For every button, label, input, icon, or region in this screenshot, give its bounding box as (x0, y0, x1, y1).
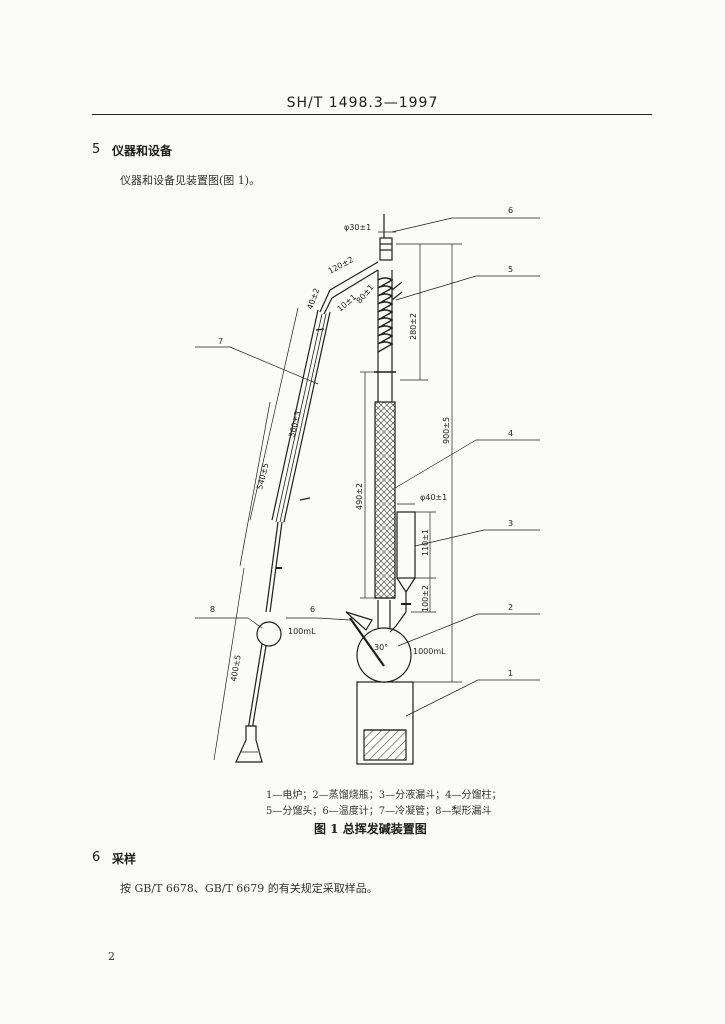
separating-funnel (389, 511, 416, 633)
figure-caption-line-1: 1—电炉；2—蒸馏烧瓶；3—分液漏斗；4—分馏柱； (266, 790, 502, 801)
callout-2: 2 (508, 603, 513, 612)
dim-400: 400±5 (229, 654, 243, 682)
electric-furnace (356, 681, 414, 765)
page-header-standard-code: SH/T 1498.3—1997 (286, 95, 439, 111)
distillation-flask (356, 600, 412, 683)
dim-phi30: φ30±1 (344, 223, 371, 232)
dim-10: 10±1 (336, 293, 359, 314)
page-number: 2 (108, 950, 115, 963)
figure-caption-line-2: 5—分馏头；6—温度计；7—冷凝管；8—梨形漏斗 (266, 806, 492, 817)
callout-8: 8 (210, 605, 215, 614)
section-5-title: 仪器和设备 (112, 144, 173, 158)
callout-5: 5 (508, 265, 513, 274)
dim-120: 120±2 (327, 255, 355, 276)
fractionating-column (374, 371, 396, 599)
dim-360: 360±3 (287, 410, 302, 438)
callout-4: 4 (508, 429, 513, 438)
dim-110: 110±1 (421, 529, 430, 556)
dim-280: 280±2 (409, 313, 418, 340)
section-6-body: 按 GB/T 6678、GB/T 6679 的有关规定采取样品。 (120, 882, 378, 895)
dim-40a: 40±2 (305, 287, 321, 311)
fractionating-head (377, 214, 403, 372)
callout-6-bottom: 6 (310, 605, 315, 614)
callout-1: 1 (508, 669, 513, 678)
dim-100: 100±2 (421, 585, 430, 612)
figure-title: 图 1 总挥发碱装置图 (314, 822, 427, 836)
header-rule (92, 114, 652, 115)
dim-80: 80±1 (355, 283, 376, 306)
dim-900: 900±5 (442, 417, 451, 444)
section-5-body: 仪器和设备见装置图(图 1)。 (120, 174, 261, 187)
side-arm (319, 261, 379, 315)
dim-angle-30: 30° (374, 643, 388, 652)
section-6-title: 采样 (112, 852, 137, 866)
section-6-number: 6 (92, 850, 101, 865)
callout-7: 7 (218, 337, 223, 346)
callout-3: 3 (508, 519, 513, 528)
thermometer-lower (345, 611, 385, 667)
condenser (265, 309, 331, 613)
dim-phi40: φ40±1 (420, 493, 447, 502)
dim-540: 540±5 (255, 462, 270, 490)
section-5-number: 5 (92, 142, 101, 157)
callout-6-top: 6 (508, 206, 513, 215)
volume-100ml: 100mL (288, 627, 316, 636)
receiving-flask (235, 725, 263, 763)
volume-1000ml: 1000mL (413, 647, 446, 656)
pear-funnel (247, 621, 282, 731)
dim-490: 490±2 (355, 483, 364, 510)
